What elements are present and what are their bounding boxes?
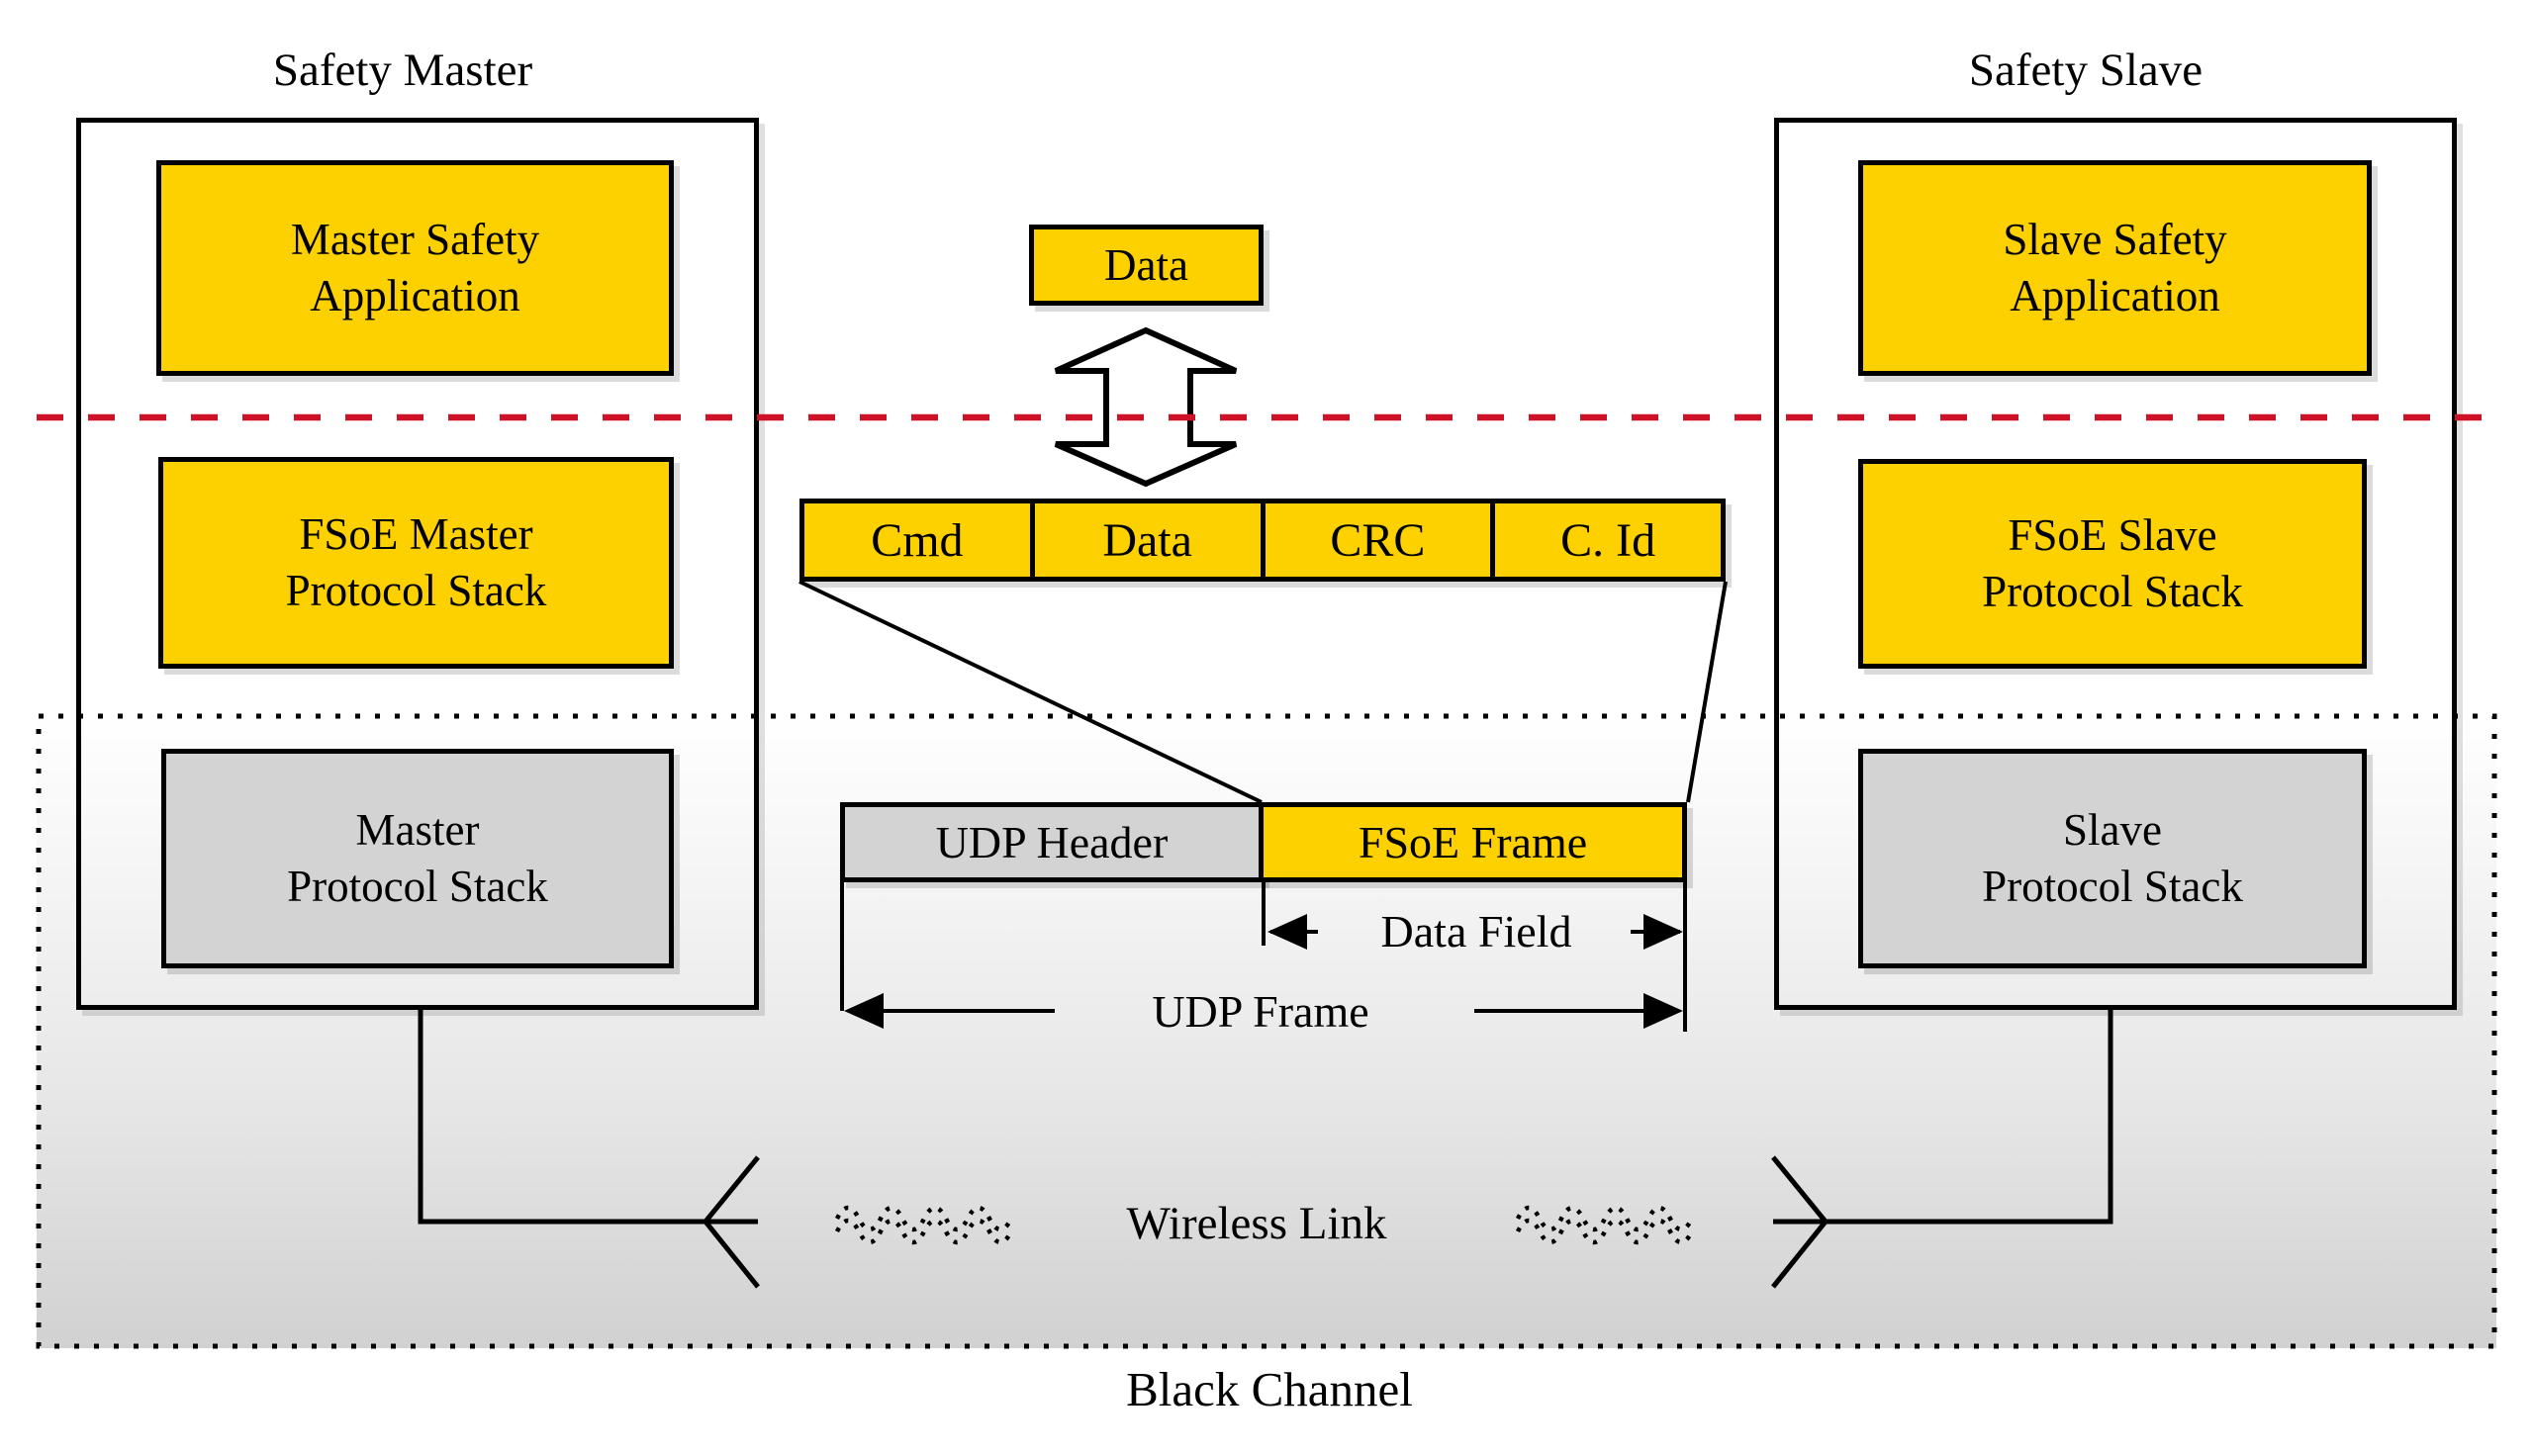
safe-data-box: Data: [1029, 225, 1264, 306]
frame-cell-data: Data: [1029, 503, 1261, 577]
fsoe-master-protocol-stack-box: FSoE Master Protocol Stack: [158, 457, 674, 669]
udp-header-box: UDP Header: [840, 802, 1264, 882]
safety-slave-title: Safety Slave: [1968, 45, 2204, 96]
frame-cell-crc: CRC: [1260, 503, 1491, 577]
safety-master-container: [76, 118, 759, 1010]
fsoe-slave-protocol-stack-box: FSoE Slave Protocol Stack: [1858, 459, 2367, 669]
udp-frame-label: UDP Frame: [1152, 986, 1369, 1037]
frame-cell-cid: C. Id: [1490, 503, 1721, 577]
slave-safety-application-box: Slave Safety Application: [1858, 160, 2372, 376]
safety-master-title: Safety Master: [272, 45, 533, 96]
frame-cell-cmd: Cmd: [871, 513, 964, 567]
data-field-label: Data Field: [1380, 906, 1572, 956]
safe-data-double-arrow: [1054, 326, 1238, 488]
master-protocol-stack-box: Master Protocol Stack: [161, 749, 674, 968]
master-safety-application-box: Master Safety Application: [156, 160, 674, 376]
safety-slave-container: [1774, 118, 2457, 1010]
fsoe-frame-box: FSoE Frame: [1259, 802, 1687, 882]
slave-protocol-stack-box: Slave Protocol Stack: [1858, 749, 2367, 968]
fsoe-frame-fields-row: Cmd Data CRC C. Id: [799, 499, 1726, 582]
black-channel-label: Black Channel: [1126, 1362, 1413, 1416]
wireless-link-label: Wireless Link: [1126, 1198, 1387, 1249]
